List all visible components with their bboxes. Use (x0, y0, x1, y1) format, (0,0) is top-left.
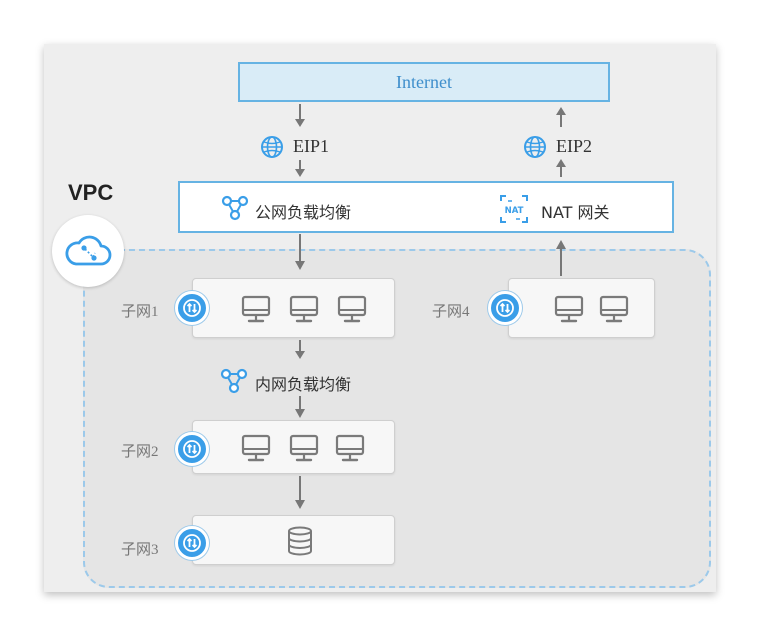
eip1-icon (259, 134, 285, 160)
arrowhead (295, 500, 305, 509)
arrowhead (556, 240, 566, 249)
subnet4-badge-icon (488, 291, 522, 325)
arrowhead (295, 261, 305, 270)
arrowhead (556, 159, 566, 167)
server-icon (241, 433, 271, 463)
internet-label: Internet (396, 71, 452, 92)
server-icon (241, 294, 271, 324)
nat-gateway-label: NAT 网关 (541, 203, 610, 222)
internet-box: Internet (238, 62, 610, 102)
internal-lb-icon (220, 367, 248, 395)
nat-icon-text: NAT (505, 206, 524, 216)
arrowhead (556, 107, 566, 115)
arrowhead (295, 351, 305, 359)
subnet3-label: 子网3 (121, 542, 159, 558)
public-lb-icon (221, 194, 249, 222)
vpc-label: VPC (68, 180, 114, 205)
subnet2-label: 子网2 (121, 444, 159, 460)
nat-gateway-icon: NAT (498, 193, 530, 225)
subnet4-box (508, 278, 655, 338)
server-icon (289, 294, 319, 324)
eip1-label: EIP1 (293, 136, 329, 156)
gateway-bar (178, 181, 674, 233)
arrowhead (295, 119, 305, 127)
arrowhead (295, 169, 305, 177)
subnet3-badge-icon (175, 526, 209, 560)
server-icon (289, 433, 319, 463)
server-icon (599, 294, 629, 324)
subnet2-box (192, 420, 395, 474)
subnet1-box (192, 278, 395, 338)
server-icon (554, 294, 584, 324)
subnet2-badge-icon (175, 432, 209, 466)
eip2-label: EIP2 (556, 136, 592, 156)
arrowhead (295, 409, 305, 418)
eip2-icon (522, 134, 548, 160)
vpc-cloud-icon (52, 215, 124, 287)
subnet4-label: 子网4 (432, 304, 470, 320)
server-icon (337, 294, 367, 324)
subnet1-label: 子网1 (121, 304, 159, 320)
internal-lb-label: 内网负载均衡 (255, 375, 352, 394)
database-icon (286, 526, 314, 556)
subnet3-box (192, 515, 395, 565)
subnet1-badge-icon (175, 291, 209, 325)
public-lb-label: 公网负载均衡 (255, 203, 352, 222)
server-icon (335, 433, 365, 463)
